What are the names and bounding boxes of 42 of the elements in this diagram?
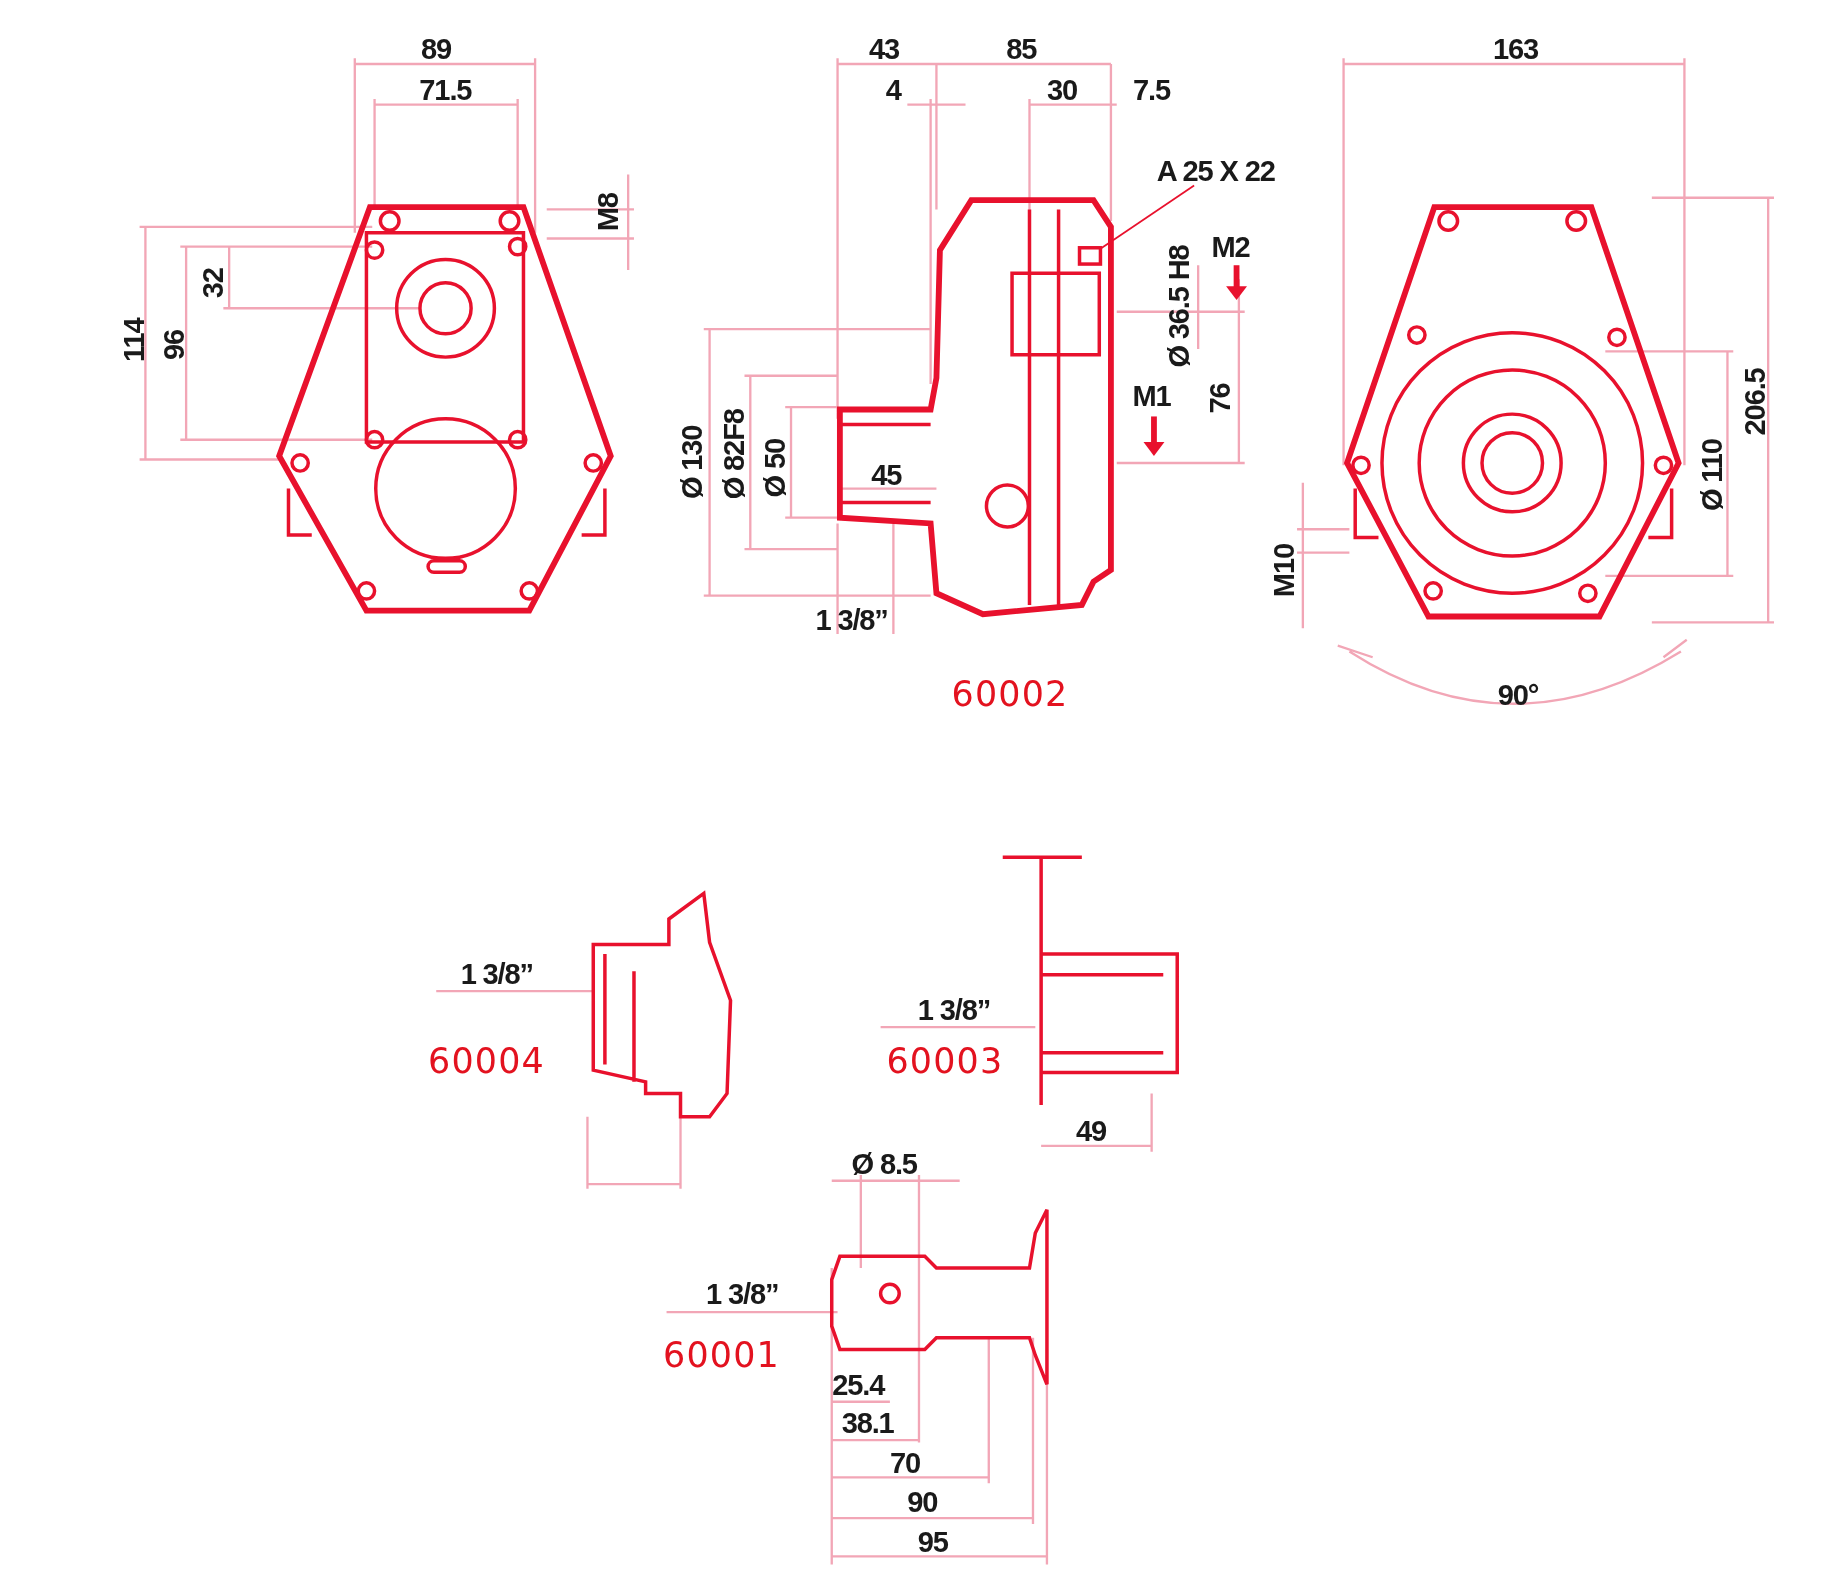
dimension-label: 7.5 <box>1133 75 1170 105</box>
dimension-label: M10 <box>1269 543 1299 597</box>
dimension-label: Ø 130 <box>676 425 706 499</box>
dimension-label: 38.1 <box>841 1408 894 1438</box>
dimension-label: M2 <box>1211 232 1250 262</box>
dimension-label: M1 <box>1132 380 1171 411</box>
dimension-label: 71.5 <box>419 75 472 105</box>
dimension-label: 1 3/8” <box>460 959 533 989</box>
dimension-label: 49 <box>1076 1116 1107 1146</box>
keyway-slot <box>1077 246 1103 266</box>
part-number: 60002 <box>951 673 1069 716</box>
dimension-label: Ø 50 <box>760 438 790 497</box>
dimension-label: 30 <box>1046 75 1077 105</box>
dimension-label: 76 <box>1205 382 1235 413</box>
leader-line <box>1099 184 1195 250</box>
callout-label: A 25 X 22 <box>1156 156 1275 186</box>
dimension-label: 1 3/8” <box>917 995 991 1025</box>
dimension-label: 206.5 <box>1740 367 1770 435</box>
part-number: 60001 <box>663 1334 780 1377</box>
dimension-label: 1 3/8” <box>706 1279 779 1309</box>
dimension-label: 85 <box>1006 34 1037 64</box>
dimension-label: Ø 8.5 <box>851 1148 917 1178</box>
part-number: 60004 <box>428 1039 545 1082</box>
dimension-label: 90° <box>1497 679 1539 709</box>
dimension-label: 25.4 <box>832 1369 885 1399</box>
dimension-label: 32 <box>198 267 228 298</box>
dimension-label: 45 <box>871 460 902 490</box>
dimension-label: 89 <box>421 34 452 64</box>
dimension-label: Ø 110 <box>1697 438 1727 511</box>
dimension-label: 43 <box>868 34 899 64</box>
dimension-label: Ø 82F8 <box>718 408 748 499</box>
dimension-label: 163 <box>1493 34 1539 64</box>
dimension-label: 114 <box>119 317 149 362</box>
dimension-label: M8 <box>592 192 622 231</box>
dimension-label: Ø 36.5 H8 <box>1163 244 1193 367</box>
part-number: 60003 <box>886 1039 1004 1082</box>
dimension-label: 70 <box>889 1447 920 1477</box>
dimension-label: 4 <box>885 75 901 105</box>
dimension-label: 95 <box>917 1526 948 1556</box>
dimension-label: 96 <box>159 329 189 360</box>
dimension-label: 1 3/8” <box>815 605 888 635</box>
dimension-label: 90 <box>907 1487 938 1517</box>
